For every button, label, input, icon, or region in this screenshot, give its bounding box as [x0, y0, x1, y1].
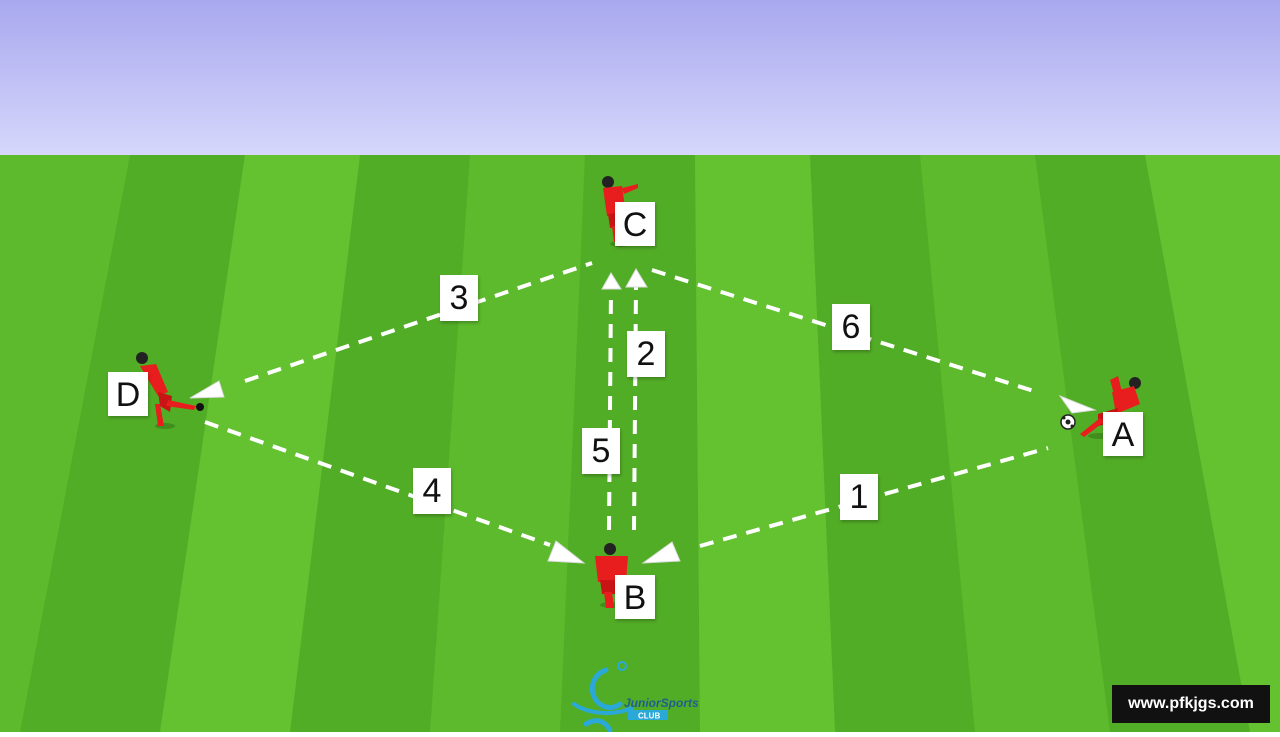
pass-line-5 — [607, 289, 613, 531]
position-label-d: D — [108, 372, 148, 416]
watermark-label: www.pfkjgs.com — [1112, 685, 1270, 723]
logo-text: JuniorSports — [624, 696, 699, 710]
junior-sports-logo: JuniorSports CLUB — [566, 660, 706, 733]
step-number-3: 3 — [440, 275, 478, 321]
cone-d — [189, 380, 225, 399]
run-line-2 — [632, 284, 638, 531]
pass-line-3 — [244, 261, 593, 383]
step-number-6: 6 — [832, 304, 870, 350]
cone-b-left — [547, 540, 586, 564]
step-number-5: 5 — [582, 428, 620, 474]
step-number-1: 1 — [840, 474, 878, 520]
position-label-b: B — [615, 575, 655, 619]
cone-a — [1058, 394, 1097, 414]
runner-logo-icon: JuniorSports CLUB — [572, 661, 699, 733]
pass-line-4 — [204, 420, 551, 547]
step-number-4: 4 — [413, 468, 451, 514]
grass-pitch — [0, 155, 1280, 732]
arrow-cone-c-left — [601, 272, 622, 290]
position-label-a: A — [1103, 412, 1143, 456]
arrow-cone-c-right — [625, 268, 648, 288]
logo-subtext: CLUB — [638, 712, 660, 721]
sky-background — [0, 0, 1280, 155]
position-label-c: C — [615, 202, 655, 246]
step-number-2: 2 — [627, 331, 665, 377]
cone-b-right — [641, 541, 681, 564]
pitch-stripes — [0, 155, 1280, 732]
soccer-ball-icon — [1060, 414, 1076, 430]
